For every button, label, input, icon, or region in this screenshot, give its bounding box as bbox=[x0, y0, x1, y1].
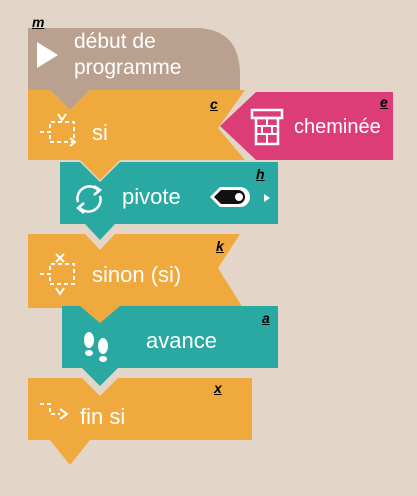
else-if-key-label: k bbox=[216, 238, 224, 254]
footsteps-icon bbox=[84, 332, 108, 362]
else-branch-icon bbox=[40, 253, 75, 296]
rotate-icon bbox=[76, 184, 103, 214]
option-arrow-icon[interactable] bbox=[262, 192, 272, 204]
sensor-key-label: e bbox=[380, 94, 388, 110]
start-key-label: m bbox=[32, 14, 45, 30]
sensor-label: cheminée bbox=[294, 116, 381, 138]
else-if-block[interactable] bbox=[28, 234, 243, 325]
if-branch-icon bbox=[40, 113, 77, 147]
turn-label: pivote bbox=[122, 184, 181, 209]
forward-label: avance bbox=[146, 328, 217, 353]
start-label-line1: début de bbox=[74, 30, 156, 53]
forward-key-label: a bbox=[262, 310, 270, 326]
end-if-key-label: x bbox=[214, 380, 222, 396]
if-label: si bbox=[92, 120, 108, 145]
start-label-line2: programme bbox=[74, 56, 182, 79]
else-if-label: sinon (si) bbox=[92, 262, 182, 287]
if-key-label: c bbox=[210, 96, 218, 112]
forward-block[interactable] bbox=[62, 306, 278, 386]
end-if-label: fin si bbox=[80, 404, 126, 429]
end-branch-icon bbox=[40, 403, 69, 420]
end-if-block[interactable] bbox=[28, 378, 252, 465]
robot-direction-icon[interactable] bbox=[208, 184, 254, 210]
turn-key-label: h bbox=[256, 166, 265, 182]
if-block[interactable] bbox=[28, 90, 245, 180]
turn-block[interactable] bbox=[60, 162, 278, 240]
start-block[interactable] bbox=[28, 28, 240, 110]
chimney-icon bbox=[250, 108, 284, 146]
play-icon bbox=[37, 42, 58, 68]
